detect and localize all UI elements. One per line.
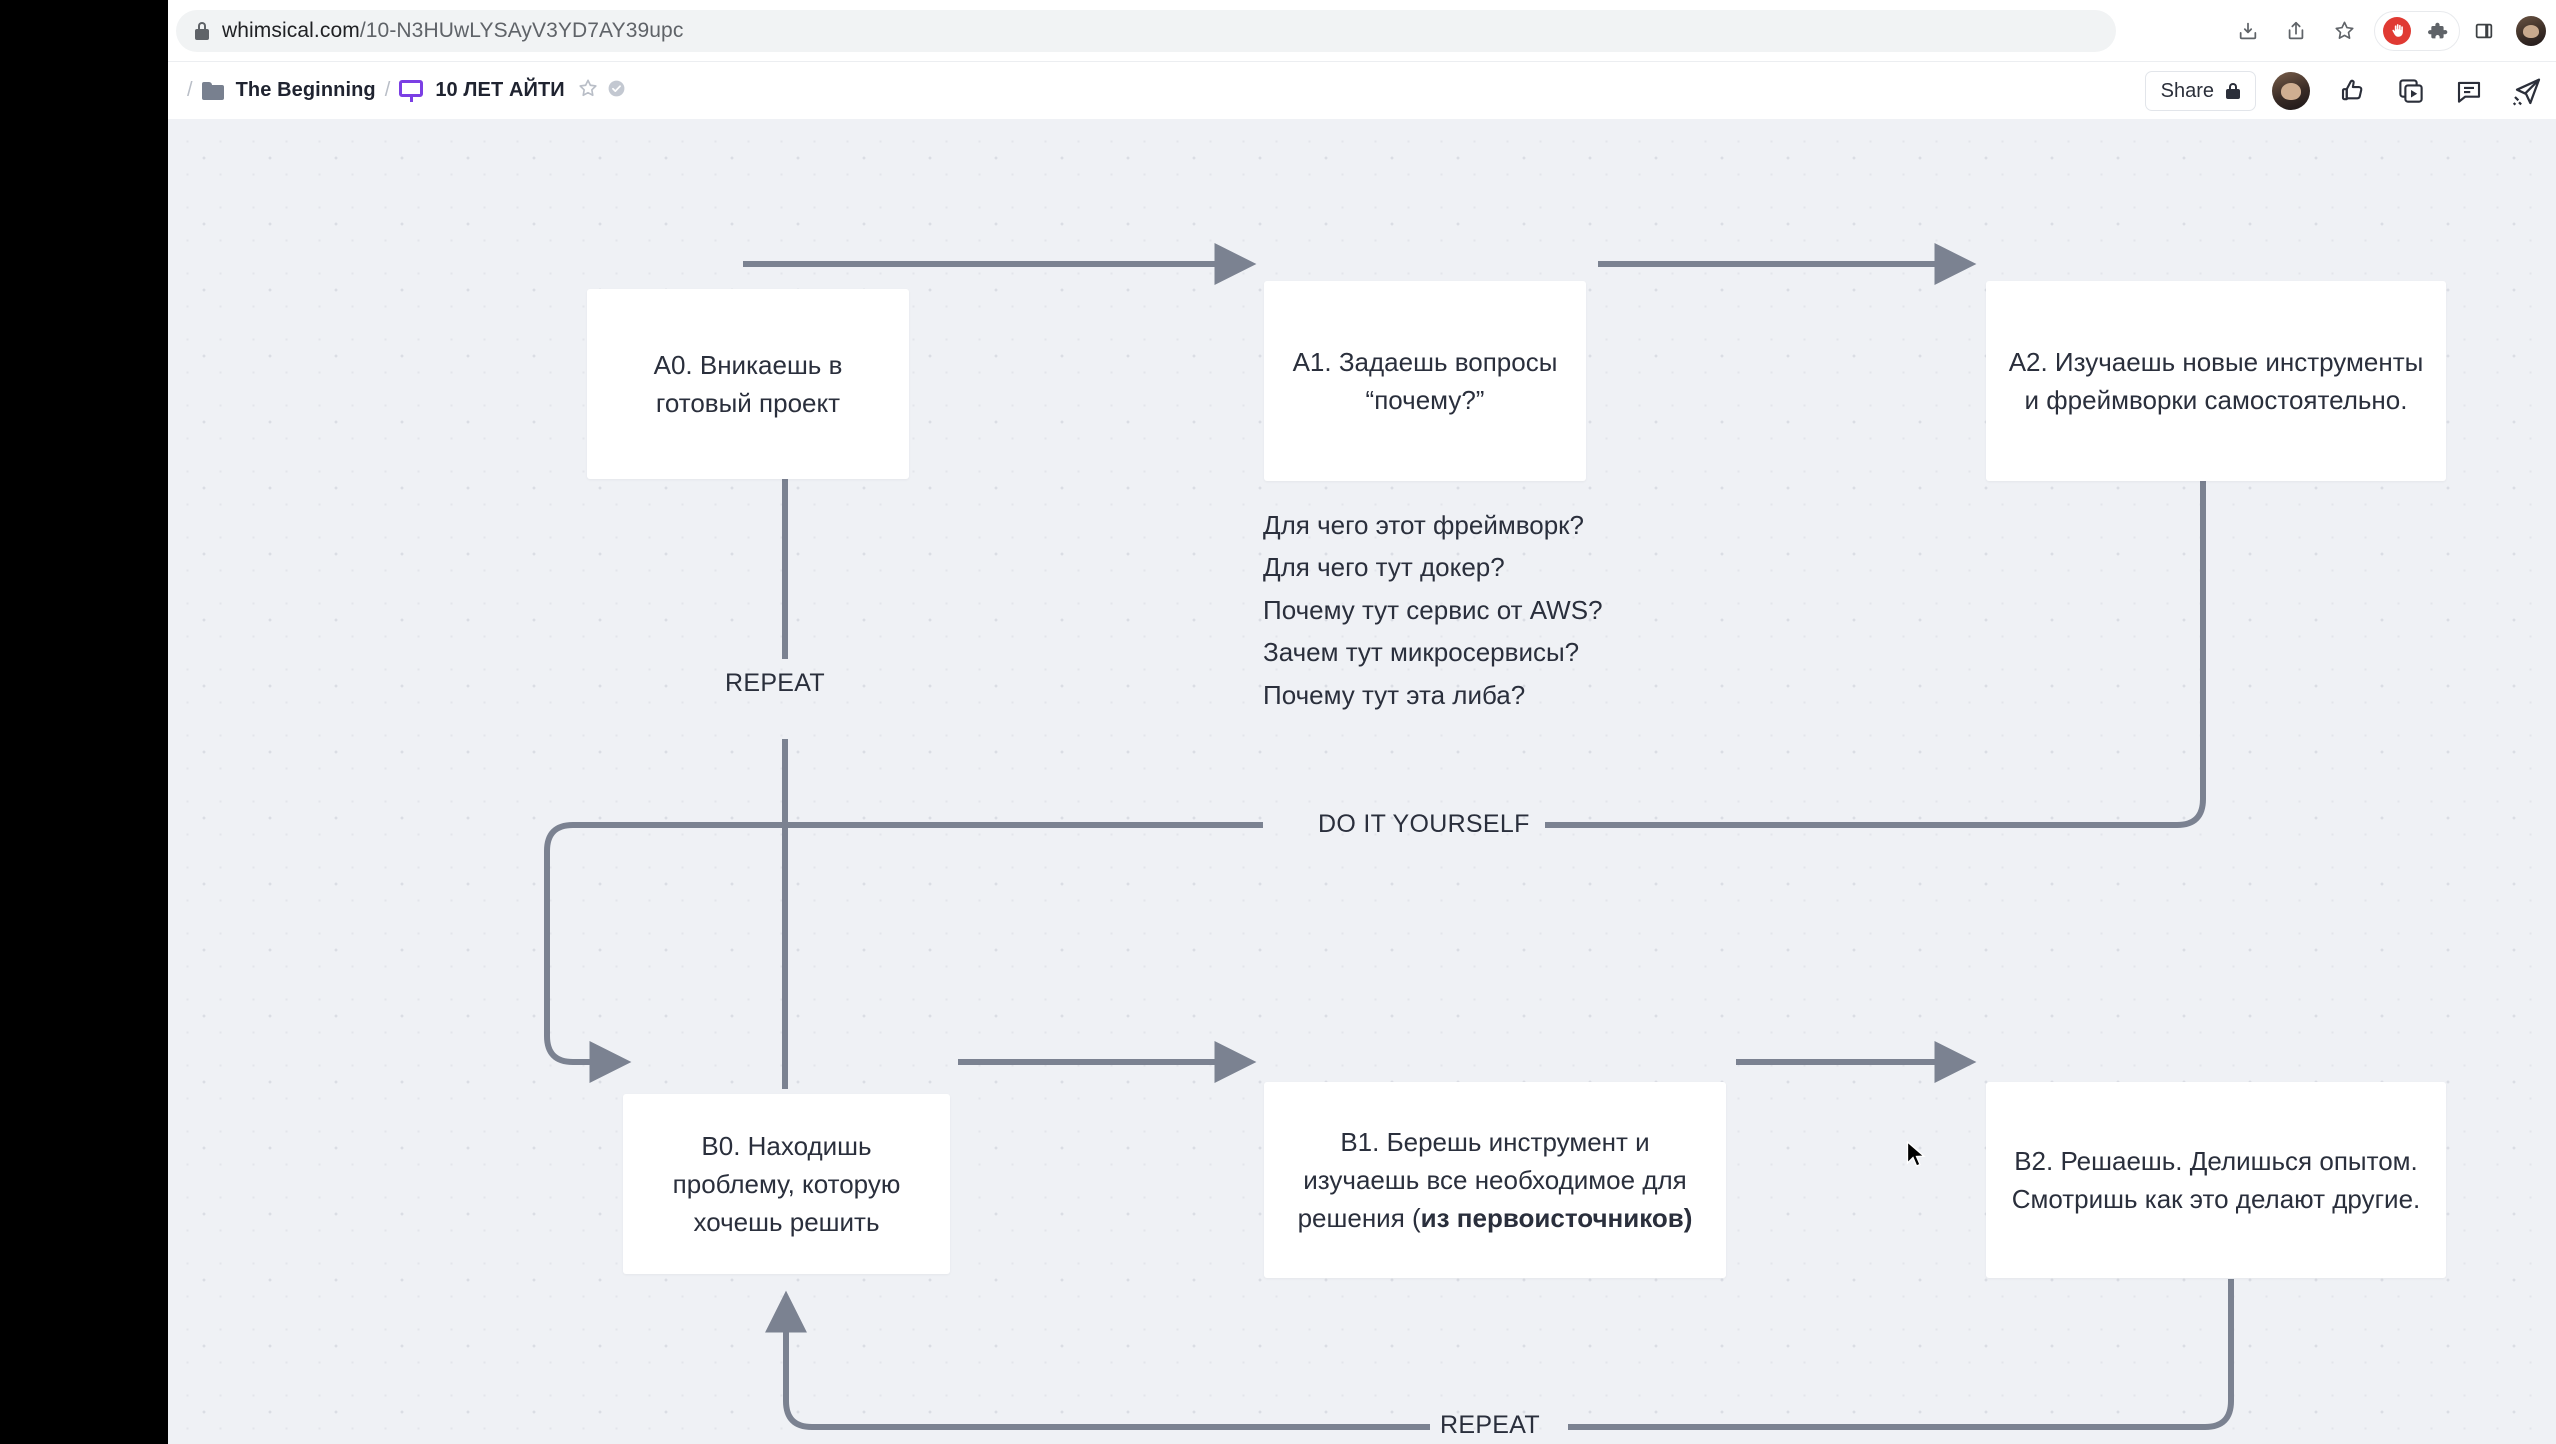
node-b1[interactable]: B1. Берешь инструмент и изучаешь все нео…	[1264, 1082, 1726, 1278]
node-b1-bold-text: из первоисточников)	[1420, 1203, 1693, 1234]
question-item: Почему тут эта либа?	[1263, 679, 1526, 710]
edge-repeat-bottom-right	[1568, 1279, 2234, 1430]
node-a0[interactable]: A0. Вникаешь в готовый проект	[587, 289, 909, 479]
profile-avatar[interactable]	[2516, 15, 2546, 46]
thumbs-up-icon[interactable]	[2324, 62, 2382, 120]
breadcrumb-separator: /	[384, 79, 391, 101]
slideshow-icon[interactable]	[2382, 62, 2440, 120]
browser-chrome: whimsical.com/10-N3HUwLYSAyV3YD7AY39upc	[168, 0, 2556, 61]
share-icon[interactable]	[2272, 7, 2320, 55]
question-item: Для чего тут докер?	[1263, 552, 1505, 583]
node-b1-text: B1. Берешь инструмент и изучаешь все нео…	[1297, 1126, 1687, 1234]
extensions-puzzle-icon[interactable]	[2417, 11, 2457, 51]
node-a2-text: A2. Изучаешь новые инструменты и фреймво…	[2008, 346, 2424, 415]
board-icon	[399, 79, 424, 102]
node-b0[interactable]: B0. Находишь проблему, которую хочешь ре…	[623, 1094, 950, 1274]
node-b0-text: B0. Находишь проблему, которую хочешь ре…	[672, 1130, 901, 1238]
edge-repeat-bottom-left	[765, 1290, 1430, 1430]
node-a1-text: A1. Задаешь вопросы “почему?”	[1292, 346, 1558, 415]
question-item: Почему тут сервис от AWS?	[1263, 594, 1603, 625]
app-toolbar: / The Beginning / 10 ЛЕТ АЙТИ Share	[168, 61, 2556, 119]
edge-label-repeat-bottom: REPEAT	[1440, 1411, 1540, 1439]
side-panel-icon[interactable]	[2460, 7, 2508, 55]
favorite-star-icon[interactable]	[577, 77, 599, 104]
node-a2[interactable]: A2. Изучаешь новые инструменты и фреймво…	[1986, 281, 2446, 481]
url-text: whimsical.com/10-N3HUwLYSAyV3YD7AY39upc	[222, 19, 683, 43]
address-bar[interactable]: whimsical.com/10-N3HUwLYSAyV3YD7AY39upc	[176, 9, 2116, 52]
node-b2-text: B2. Решаешь. Делишься опытом. Смотришь к…	[2011, 1145, 2421, 1214]
url-path: /10-N3HUwLYSAyV3YD7AY39upc	[359, 18, 684, 42]
url-host: whimsical.com	[222, 18, 360, 42]
avatar[interactable]	[2272, 72, 2310, 110]
toolbar-actions: Share	[2144, 62, 2556, 120]
https-lock-icon	[194, 21, 210, 40]
whimsical-canvas[interactable]: A0. Вникаешь в готовый проект A1. Задаеш…	[168, 119, 2556, 1444]
node-a1[interactable]: A1. Задаешь вопросы “почему?”	[1264, 281, 1586, 481]
extensions-pill	[2374, 10, 2460, 51]
comment-icon[interactable]	[2440, 62, 2498, 120]
saved-check-icon	[607, 79, 626, 103]
breadcrumb-folder[interactable]: The Beginning	[235, 79, 376, 101]
chrome-icon-group	[2224, 0, 2556, 61]
edge-label-repeat-top: REPEAT	[725, 669, 825, 697]
breadcrumb-leading-slash: /	[187, 79, 193, 101]
breadcrumb-board-title[interactable]: 10 ЛЕТ АЙТИ	[435, 79, 565, 101]
presentation-icon[interactable]	[2498, 62, 2556, 120]
share-button-label: Share	[2160, 79, 2214, 102]
bookmark-star-icon[interactable]	[2320, 7, 2368, 55]
share-lock-icon	[2226, 83, 2240, 99]
node-a0-text: A0. Вникаешь в готовый проект	[653, 349, 843, 418]
install-icon[interactable]	[2224, 7, 2272, 55]
adblock-icon[interactable]	[2377, 11, 2417, 51]
browser-window: whimsical.com/10-N3HUwLYSAyV3YD7AY39upc	[168, 0, 2556, 1444]
edge-diy-left-to-b0	[544, 822, 1263, 1083]
mouse-cursor	[1906, 1141, 1926, 1167]
question-item: Зачем тут микросервисы?	[1263, 637, 1580, 668]
node-b2[interactable]: B2. Решаешь. Делишься опытом. Смотришь к…	[1986, 1082, 2446, 1278]
node-b1-wrap: B1. Берешь инструмент и изучаешь все нео…	[1282, 1123, 1708, 1238]
edge-label-do-it-yourself: DO IT YOURSELF	[1318, 810, 1530, 838]
question-list[interactable]: Для чего этот фреймворк? Для чего тут до…	[1263, 504, 1603, 716]
question-item: Для чего этот фреймворк?	[1263, 510, 1585, 540]
folder-icon	[201, 81, 224, 100]
share-button[interactable]: Share	[2144, 71, 2256, 111]
